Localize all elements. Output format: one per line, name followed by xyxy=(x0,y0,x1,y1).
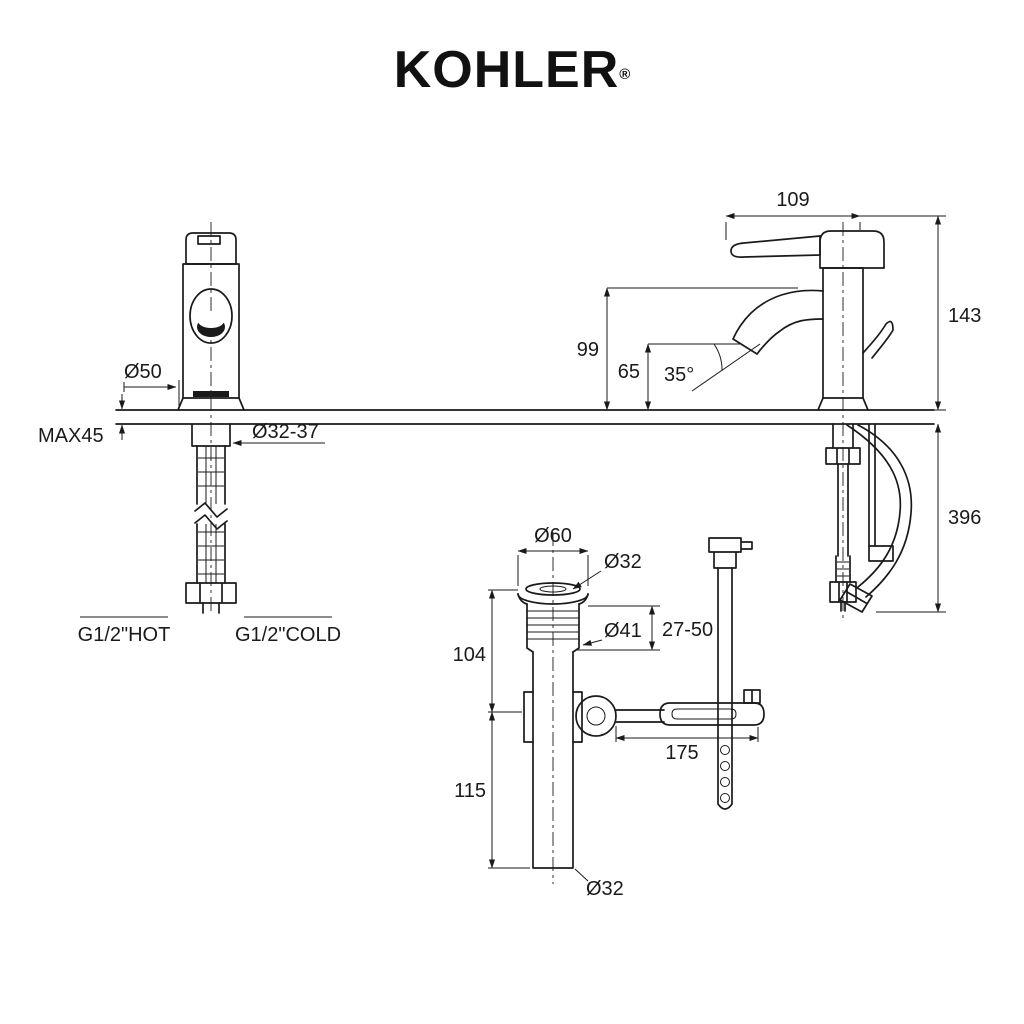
ext-175 xyxy=(615,726,759,742)
kohler-logo: KOHLER xyxy=(393,41,620,99)
ext-104 xyxy=(488,589,522,713)
dim-adjust-range-label: 27-50 xyxy=(662,619,713,641)
dim-stopper-diameter-label: Ø32 xyxy=(604,551,642,573)
clevis-strap xyxy=(659,702,765,726)
ext-base-diameter xyxy=(123,380,180,408)
shank-nut xyxy=(185,582,237,604)
lift-rod-below xyxy=(868,423,876,547)
cold-supply-label: G1/2"COLD xyxy=(235,624,341,646)
dim-below-counter-label: 396 xyxy=(948,507,981,529)
dim-base-diameter-label: Ø50 xyxy=(124,361,162,383)
ext-27-50 xyxy=(577,605,660,651)
dim-upper-length-label: 104 xyxy=(453,644,486,666)
hot-supply-label: G1/2"HOT xyxy=(78,624,171,646)
supply-hose xyxy=(846,424,913,598)
brand-header: KOHLER® xyxy=(0,40,1024,100)
spout-profile xyxy=(732,289,824,355)
tailpipe xyxy=(532,651,574,869)
handle-pivot-cap xyxy=(819,230,885,269)
strap-top-fitting xyxy=(708,537,753,569)
drain-body xyxy=(526,603,580,653)
shank-side xyxy=(832,423,854,449)
lift-rod-tab xyxy=(868,545,894,562)
dim-overall-height-label: 143 xyxy=(948,305,981,327)
riser-threads xyxy=(837,561,849,577)
handle-button xyxy=(197,235,221,245)
dim-flange-diameter-label: Ø60 xyxy=(534,525,572,547)
dim-body-diameter-label: Ø41 xyxy=(604,620,642,642)
dim-lower-length-label: 115 xyxy=(454,780,486,802)
spout-window xyxy=(189,288,233,344)
handle-cap xyxy=(185,232,237,265)
faucet-side-view: 109 143 99 65 35° 396 xyxy=(577,189,981,618)
drain-assembly: Ø60 Ø32 Ø41 27-50 104 115 175 Ø32 xyxy=(453,525,765,900)
drain-tee xyxy=(523,691,583,743)
dim-rod-length-label: 175 xyxy=(665,742,698,764)
dim-mounting-hole-label: Ø32-37 xyxy=(252,421,319,443)
dim-spout-top-height-label: 99 xyxy=(577,339,599,361)
dim-spout-reach-label: 109 xyxy=(776,189,809,211)
pivot-rod xyxy=(615,709,665,723)
drain-body-threads xyxy=(527,610,579,640)
dim-outlet-diameter-label: Ø32 xyxy=(586,878,624,900)
strap-holes xyxy=(720,745,730,803)
leader-d32-top xyxy=(572,570,602,590)
spout-opening-highlight xyxy=(198,314,224,328)
faucet-base-side xyxy=(817,397,869,411)
pivot-nut xyxy=(575,695,617,737)
thread-lines xyxy=(198,457,224,575)
leader-d41 xyxy=(582,639,603,646)
aerator-bar xyxy=(193,391,229,397)
lift-rod-knob xyxy=(862,320,894,359)
handle-lever xyxy=(730,235,821,258)
stopper-cap-inner xyxy=(539,585,567,593)
ext-109 xyxy=(725,215,946,240)
clevis-slot xyxy=(671,708,737,720)
faucet-front-view: Ø50 MAX45 Ø32-37 G1/2"HOT G1/2"COLD xyxy=(38,222,341,646)
supply-riser xyxy=(835,463,851,583)
flange-sides xyxy=(517,593,589,605)
leader-d32-bottom xyxy=(574,868,589,882)
supply-tails xyxy=(202,602,220,614)
countertop xyxy=(115,409,935,425)
angle-35-lines xyxy=(691,343,761,392)
dim-outlet-height-label: 65 xyxy=(618,361,640,383)
break-symbol xyxy=(194,502,228,530)
ext-d60 xyxy=(517,555,589,586)
supply-tubes xyxy=(205,446,217,583)
registered-mark-icon: ® xyxy=(619,66,631,83)
shank-nut-side xyxy=(825,447,861,465)
hose-end-fitting xyxy=(839,583,873,613)
drain-flange xyxy=(517,593,589,605)
dim-spout-angle-label: 35° xyxy=(664,364,694,386)
threaded-shank xyxy=(196,445,226,584)
pivot-nut-inner xyxy=(586,706,606,726)
dim-max-thickness-label: MAX45 xyxy=(38,425,104,447)
clamp-screw xyxy=(743,689,761,704)
mounting-washer xyxy=(191,423,231,447)
faucet-body-side xyxy=(822,267,864,399)
lift-rod-strap xyxy=(717,567,733,810)
faucet-body-front xyxy=(182,263,240,399)
